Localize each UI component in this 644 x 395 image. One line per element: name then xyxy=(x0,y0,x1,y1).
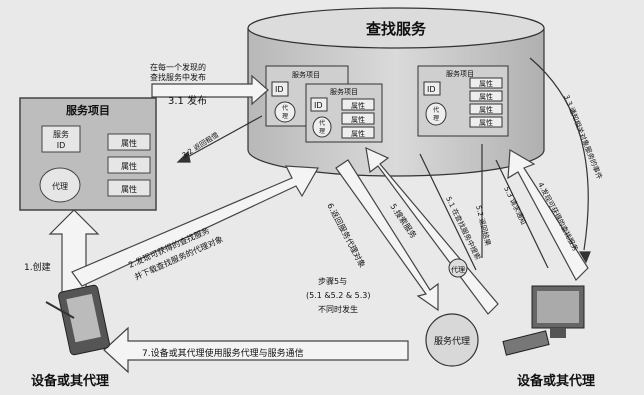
lookup-item-a-title: 服务项目 xyxy=(292,70,320,79)
lookup-item-b-attr-1: 属性 xyxy=(351,101,365,110)
arrow-5-1-line xyxy=(419,153,477,271)
lookup-item-a-proxy-line2: 理 xyxy=(282,113,288,120)
stylus-icon xyxy=(45,301,75,319)
lookup-item-b-attr-2: 属性 xyxy=(351,115,365,124)
left-device: 设备或其代理 xyxy=(31,284,110,389)
arrow-3-3-notify xyxy=(529,57,589,251)
lookup-item-b-attr-3: 属性 xyxy=(351,129,365,138)
service-item-title: 服务项目 xyxy=(66,103,110,117)
step-3-1-label: 3.1 发布 xyxy=(168,94,207,107)
service-proxy-label: 服务代理 xyxy=(434,335,470,347)
step-3-2-label: 3.2 返回租借 xyxy=(180,130,220,160)
lookup-item-c-title: 服务项目 xyxy=(446,69,474,78)
tablet-screen xyxy=(66,293,101,343)
lookup-item-c-attr-2: 属性 xyxy=(479,92,493,101)
left-device-label: 设备或其代理 xyxy=(31,373,109,389)
arrow-3-3-head xyxy=(578,251,591,264)
lookup-item-c: 服务项目 ID 代 理 属性 属性 属性 属性 xyxy=(417,65,509,137)
lookup-item-a-proxy-line1: 代 xyxy=(282,104,288,112)
step-6-label: 6.返回服务代理对象 xyxy=(325,201,367,269)
lookup-item-c-proxy-line2: 理 xyxy=(433,115,439,122)
service-item-box: 服务项目 服务 ID 代理 属性 属性 属性 xyxy=(19,97,157,211)
arrow-4-discover-right xyxy=(507,148,589,281)
step-7-label: 7.设备或其代理使用服务代理与服务通信 xyxy=(142,347,304,359)
arrow-7-communicate xyxy=(103,326,409,374)
monitor-stand xyxy=(550,328,566,338)
step-5-2-label: 5.2 返回结果 xyxy=(474,204,493,246)
lookup-item-b: 服务项目 ID 代 理 属性 属性 属性 xyxy=(305,83,383,143)
lookup-item-c-proxy-line1: 代 xyxy=(433,106,439,114)
lookup-item-c-id: ID xyxy=(427,85,436,94)
proxy-small: 代理 xyxy=(448,258,468,278)
service-item-attr-3: 属性 xyxy=(121,184,137,194)
arrow-2-discover xyxy=(71,165,319,287)
lookup-service-title: 查找服务 xyxy=(366,20,427,38)
monitor-screen xyxy=(537,291,579,323)
arrow-3-1-publish xyxy=(151,74,269,106)
arrow-3-2-head xyxy=(176,150,191,163)
service-item-id-line1: 服务 xyxy=(53,129,69,139)
service-item-attr-1: 属性 xyxy=(121,138,137,148)
lookup-item-a-id: ID xyxy=(275,85,284,94)
step-3-1-note-line1: 在每一个发现的 xyxy=(150,62,206,72)
right-device: 设备或其代理 xyxy=(502,285,595,389)
proxy-small-label: 代理 xyxy=(451,265,465,274)
lookup-item-b-proxy-line2: 理 xyxy=(319,128,325,135)
arrow-3-2-lease xyxy=(181,115,263,161)
note-line1: 步骤5与 xyxy=(318,277,347,286)
service-item-proxy: 代理 xyxy=(52,181,68,191)
arrow-6-return-proxy xyxy=(335,159,439,312)
note-line3: 不同时发生 xyxy=(318,304,358,314)
lookup-item-c-attr-4: 属性 xyxy=(479,118,493,127)
lookup-item-b-proxy-line1: 代 xyxy=(319,119,325,127)
service-proxy: 服务代理 xyxy=(425,313,479,367)
lookup-item-b-title: 服务项目 xyxy=(330,87,358,96)
step-3-1-note-line2: 查找服务中发布 xyxy=(150,72,206,82)
step-5-3-label: 5.3 请求通知 xyxy=(502,185,528,226)
lookup-item-c-attr-3: 属性 xyxy=(479,105,493,114)
service-item-id-line2: ID xyxy=(57,141,66,150)
service-item-attr-2: 属性 xyxy=(121,161,137,171)
step-1-label: 1.创建 xyxy=(24,261,51,273)
arrow-5-3-line xyxy=(495,159,549,269)
lookup-item-c-attr-1: 属性 xyxy=(479,79,493,88)
lookup-item-b-id: ID xyxy=(314,101,323,110)
right-device-label: 设备或其代理 xyxy=(517,373,595,389)
note-line2: (5.1 &5.2 & 5.3) xyxy=(306,291,371,300)
step-3-3-label: 3.3 通知相关对象服务的事件 xyxy=(562,93,604,180)
keyboard-icon xyxy=(502,330,550,356)
